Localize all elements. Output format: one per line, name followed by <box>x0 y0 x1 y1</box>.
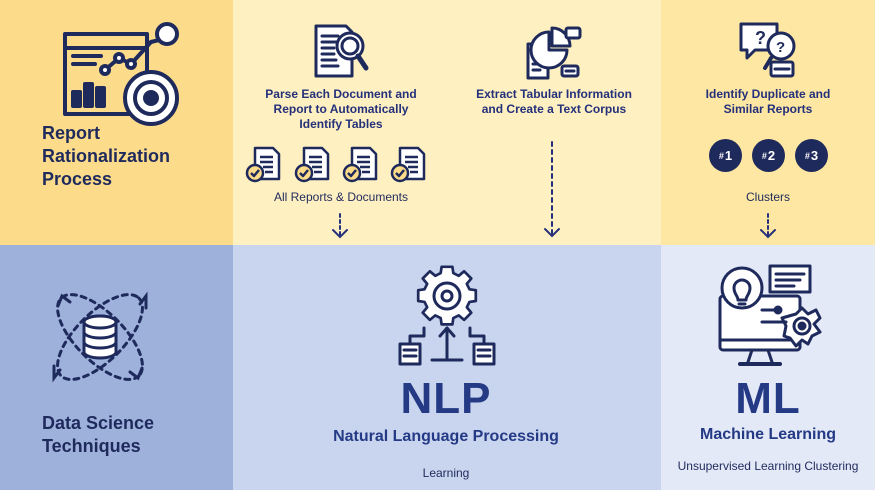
report-chart-icon <box>63 22 179 126</box>
pie-chart-document-icon <box>526 26 582 80</box>
document-check-icon <box>245 146 281 183</box>
step3-caption: Clusters <box>745 190 790 204</box>
cluster-badge-3: #3 <box>795 139 828 172</box>
nlp-caption: Learning <box>422 466 470 480</box>
step1-caption: All Reports & Documents <box>273 190 409 204</box>
techniques-panel <box>0 245 233 490</box>
ml-acronym: ML <box>735 374 801 423</box>
techniques-title: Data Science Techniques <box>42 413 155 456</box>
ml-full-name: Machine Learning <box>699 426 837 443</box>
cluster-badge-2: #2 <box>752 139 785 172</box>
document-check-icon <box>342 146 378 183</box>
step3-label: Identify Duplicate and Similar Reports <box>705 87 831 116</box>
process-title: Report Rationalization Process <box>42 123 171 189</box>
gear-books-icon <box>398 265 496 366</box>
down-arrow-icon <box>760 213 776 239</box>
nlp-full-name: Natural Language Processing <box>333 428 559 445</box>
ml-caption: Unsupervised Learning Clustering <box>677 459 859 473</box>
svg-text:?: ? <box>776 39 785 56</box>
down-arrow-icon <box>544 141 560 238</box>
document-check-icon <box>390 146 426 183</box>
nlp-acronym: NLP <box>400 374 492 423</box>
document-check-icon <box>294 146 330 183</box>
cluster-badge-1: #1 <box>709 139 742 172</box>
svg-text:?: ? <box>755 28 766 48</box>
question-chat-icon: ? ? <box>739 22 796 78</box>
monitor-brain-icon <box>718 264 822 366</box>
step2-label: Extract Tabular Information and Create a… <box>476 87 632 116</box>
ml-panel <box>661 245 875 490</box>
down-arrow-icon <box>332 213 348 239</box>
database-orbit-icon <box>52 291 148 383</box>
document-search-icon <box>314 24 369 78</box>
step1-label: Parse Each Document and Report to Automa… <box>265 87 417 131</box>
nlp-steps-panel <box>233 0 661 245</box>
